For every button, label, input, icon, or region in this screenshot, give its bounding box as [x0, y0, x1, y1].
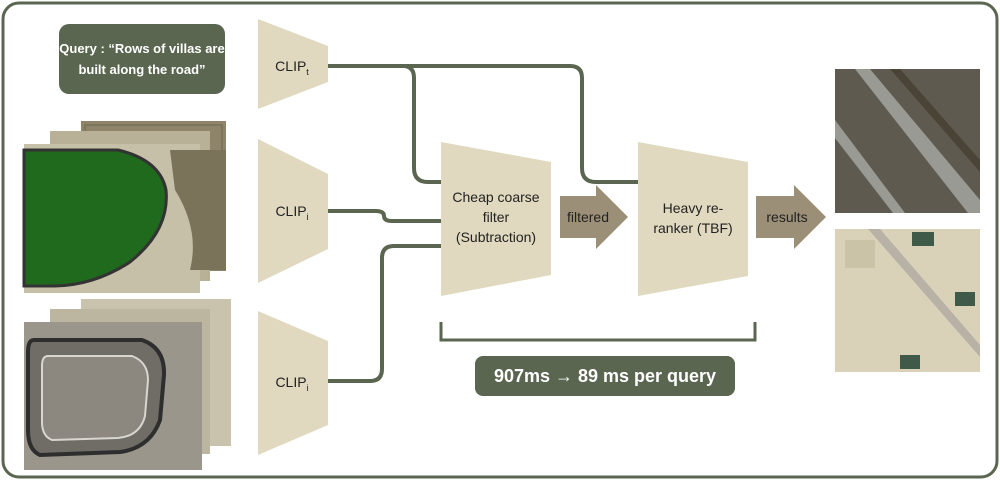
- results-arrow: [756, 185, 826, 249]
- query-line1: Query : “Rows of villas are: [59, 41, 225, 56]
- clip-text-label: CLIPt: [275, 58, 309, 77]
- query-box: Query : “Rows of villas are built along …: [59, 24, 225, 94]
- stage-bracket: [439, 322, 757, 342]
- image2-to-coarse-connector: [328, 244, 446, 383]
- green-pond-shape: [22, 148, 168, 288]
- results-label: results: [766, 209, 807, 225]
- coarse-filter-line3: (Subtraction): [456, 229, 536, 245]
- clip-text-encoder: [258, 19, 328, 109]
- query-line2: built along the road”: [78, 62, 206, 77]
- reranker-block: [638, 142, 748, 296]
- coarse-filter-line2: filter: [483, 209, 510, 225]
- result-image-1: [835, 69, 980, 213]
- reranker-line2: ranker (TBF): [653, 220, 732, 236]
- input-image-stack-2: [24, 299, 231, 470]
- text-to-reranker-connector: [328, 64, 640, 184]
- coarse-filter-line1: Cheap coarse: [452, 189, 539, 205]
- result-image-2: [835, 229, 980, 372]
- clip-image2-label: CLIPi: [275, 374, 308, 393]
- filtered-arrow: [560, 185, 628, 249]
- filtered-label: filtered: [567, 209, 609, 225]
- connectors: [328, 64, 640, 383]
- coarse-filter-block: [441, 142, 551, 296]
- clip-image-encoder-2: [258, 311, 328, 455]
- timing-badge: 907ms → 89 ms per query: [475, 356, 735, 396]
- clip-image-encoder-1: [258, 139, 328, 283]
- reranker-line1: Heavy re-: [663, 200, 724, 216]
- clip-image1-label: CLIPi: [275, 203, 308, 222]
- input-image-stack-1: [22, 121, 226, 293]
- image1-to-coarse-connector: [328, 209, 446, 223]
